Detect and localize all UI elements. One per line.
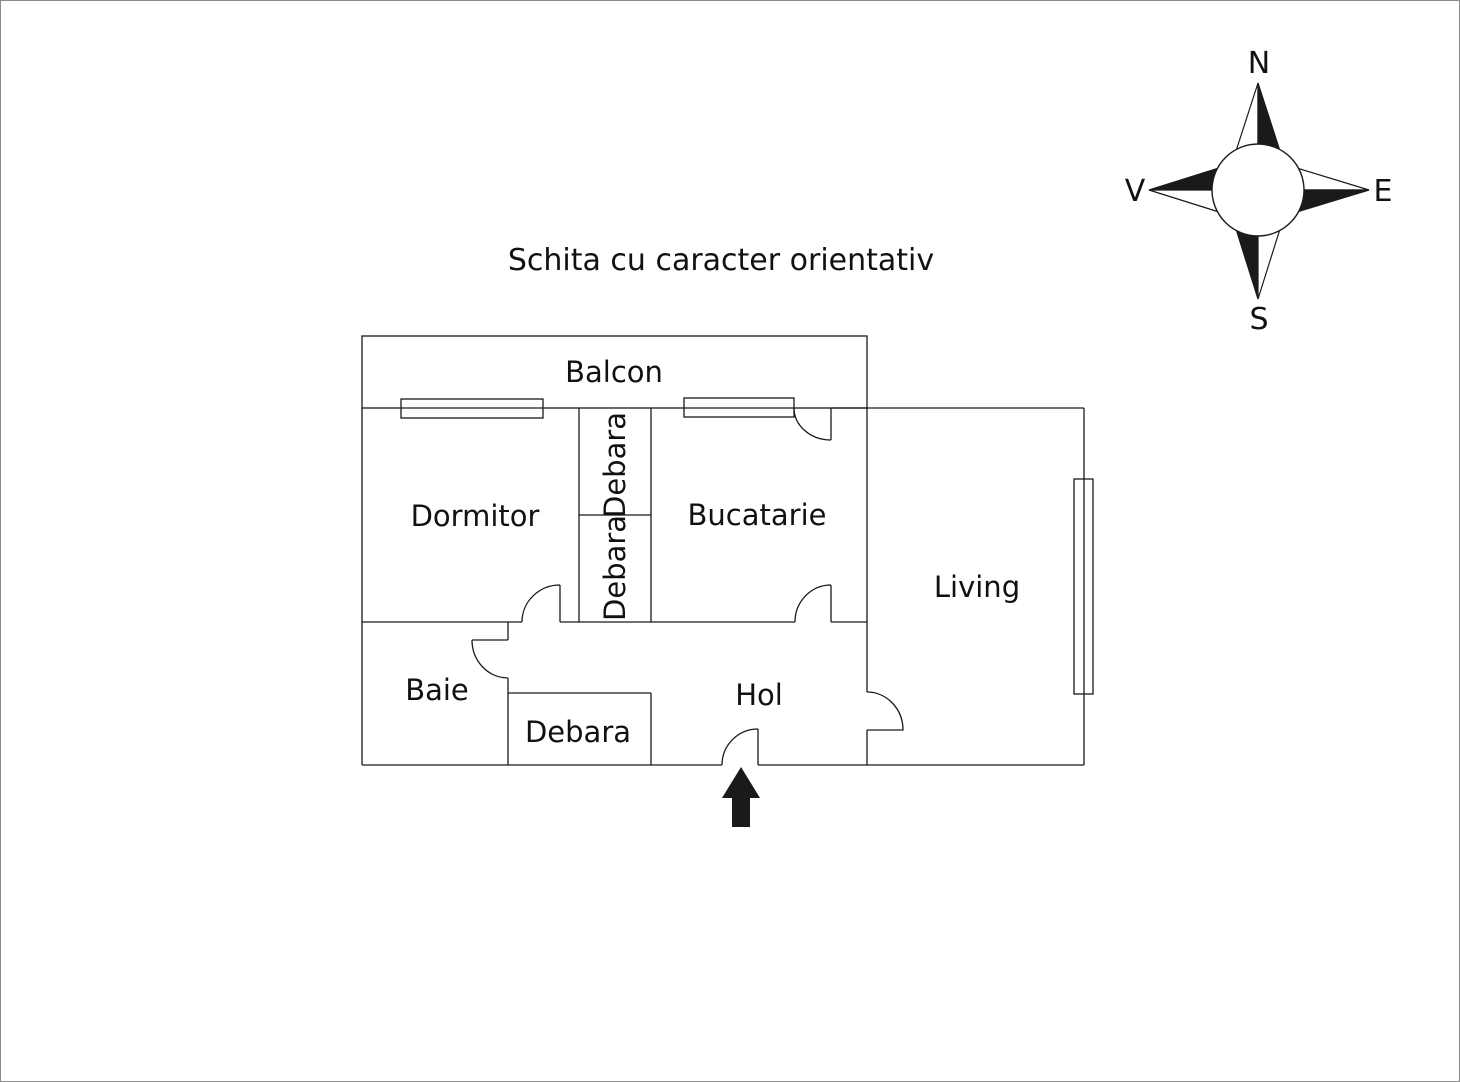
door-kitchen-icon [794,584,832,623]
compass-rose-icon: N E S V [1125,46,1393,337]
room-label-debara-hol: Debara [525,715,631,749]
walls [361,335,1085,766]
balcony-outline [361,335,868,409]
compass-west-light [1148,189,1220,213]
door-entrance-icon [721,728,759,766]
room-label-bucatarie: Bucatarie [688,498,827,532]
compass-east-light [1296,167,1370,191]
door-kitchen-balcony-icon [793,407,832,441]
door-bedroom-icon [521,584,561,623]
plan-title: Schita cu caracter orientativ [508,243,934,278]
compass-south-light [1257,228,1281,300]
compass-center-circle [1211,143,1305,237]
door-bathroom-icon [471,639,509,679]
room-label-baie: Baie [405,673,469,707]
compass-label-south: S [1249,302,1268,337]
room-label-living: Living [934,570,1020,604]
door-living-icon [866,691,904,731]
doors [471,407,904,766]
room-label-balcon: Balcon [565,355,663,389]
compass-west-dark [1148,167,1220,191]
compass-label-east: E [1374,174,1393,209]
room-labels: Balcon Dormitor Bucatarie Living Baie De… [405,355,1020,749]
compass-north-light [1235,82,1259,152]
compass-north-dark [1257,82,1281,152]
compass-label-west: V [1125,174,1146,209]
compass-south-dark [1235,228,1259,300]
windows [400,397,1094,695]
compass-east-dark [1296,189,1370,213]
compass-label-north: N [1248,46,1270,81]
room-label-debara-bottom: Debara [598,515,632,621]
room-label-dormitor: Dormitor [411,499,540,533]
room-label-debara-top: Debara [598,412,632,518]
arrow-up-icon [722,767,760,827]
room-label-hol: Hol [735,678,783,712]
